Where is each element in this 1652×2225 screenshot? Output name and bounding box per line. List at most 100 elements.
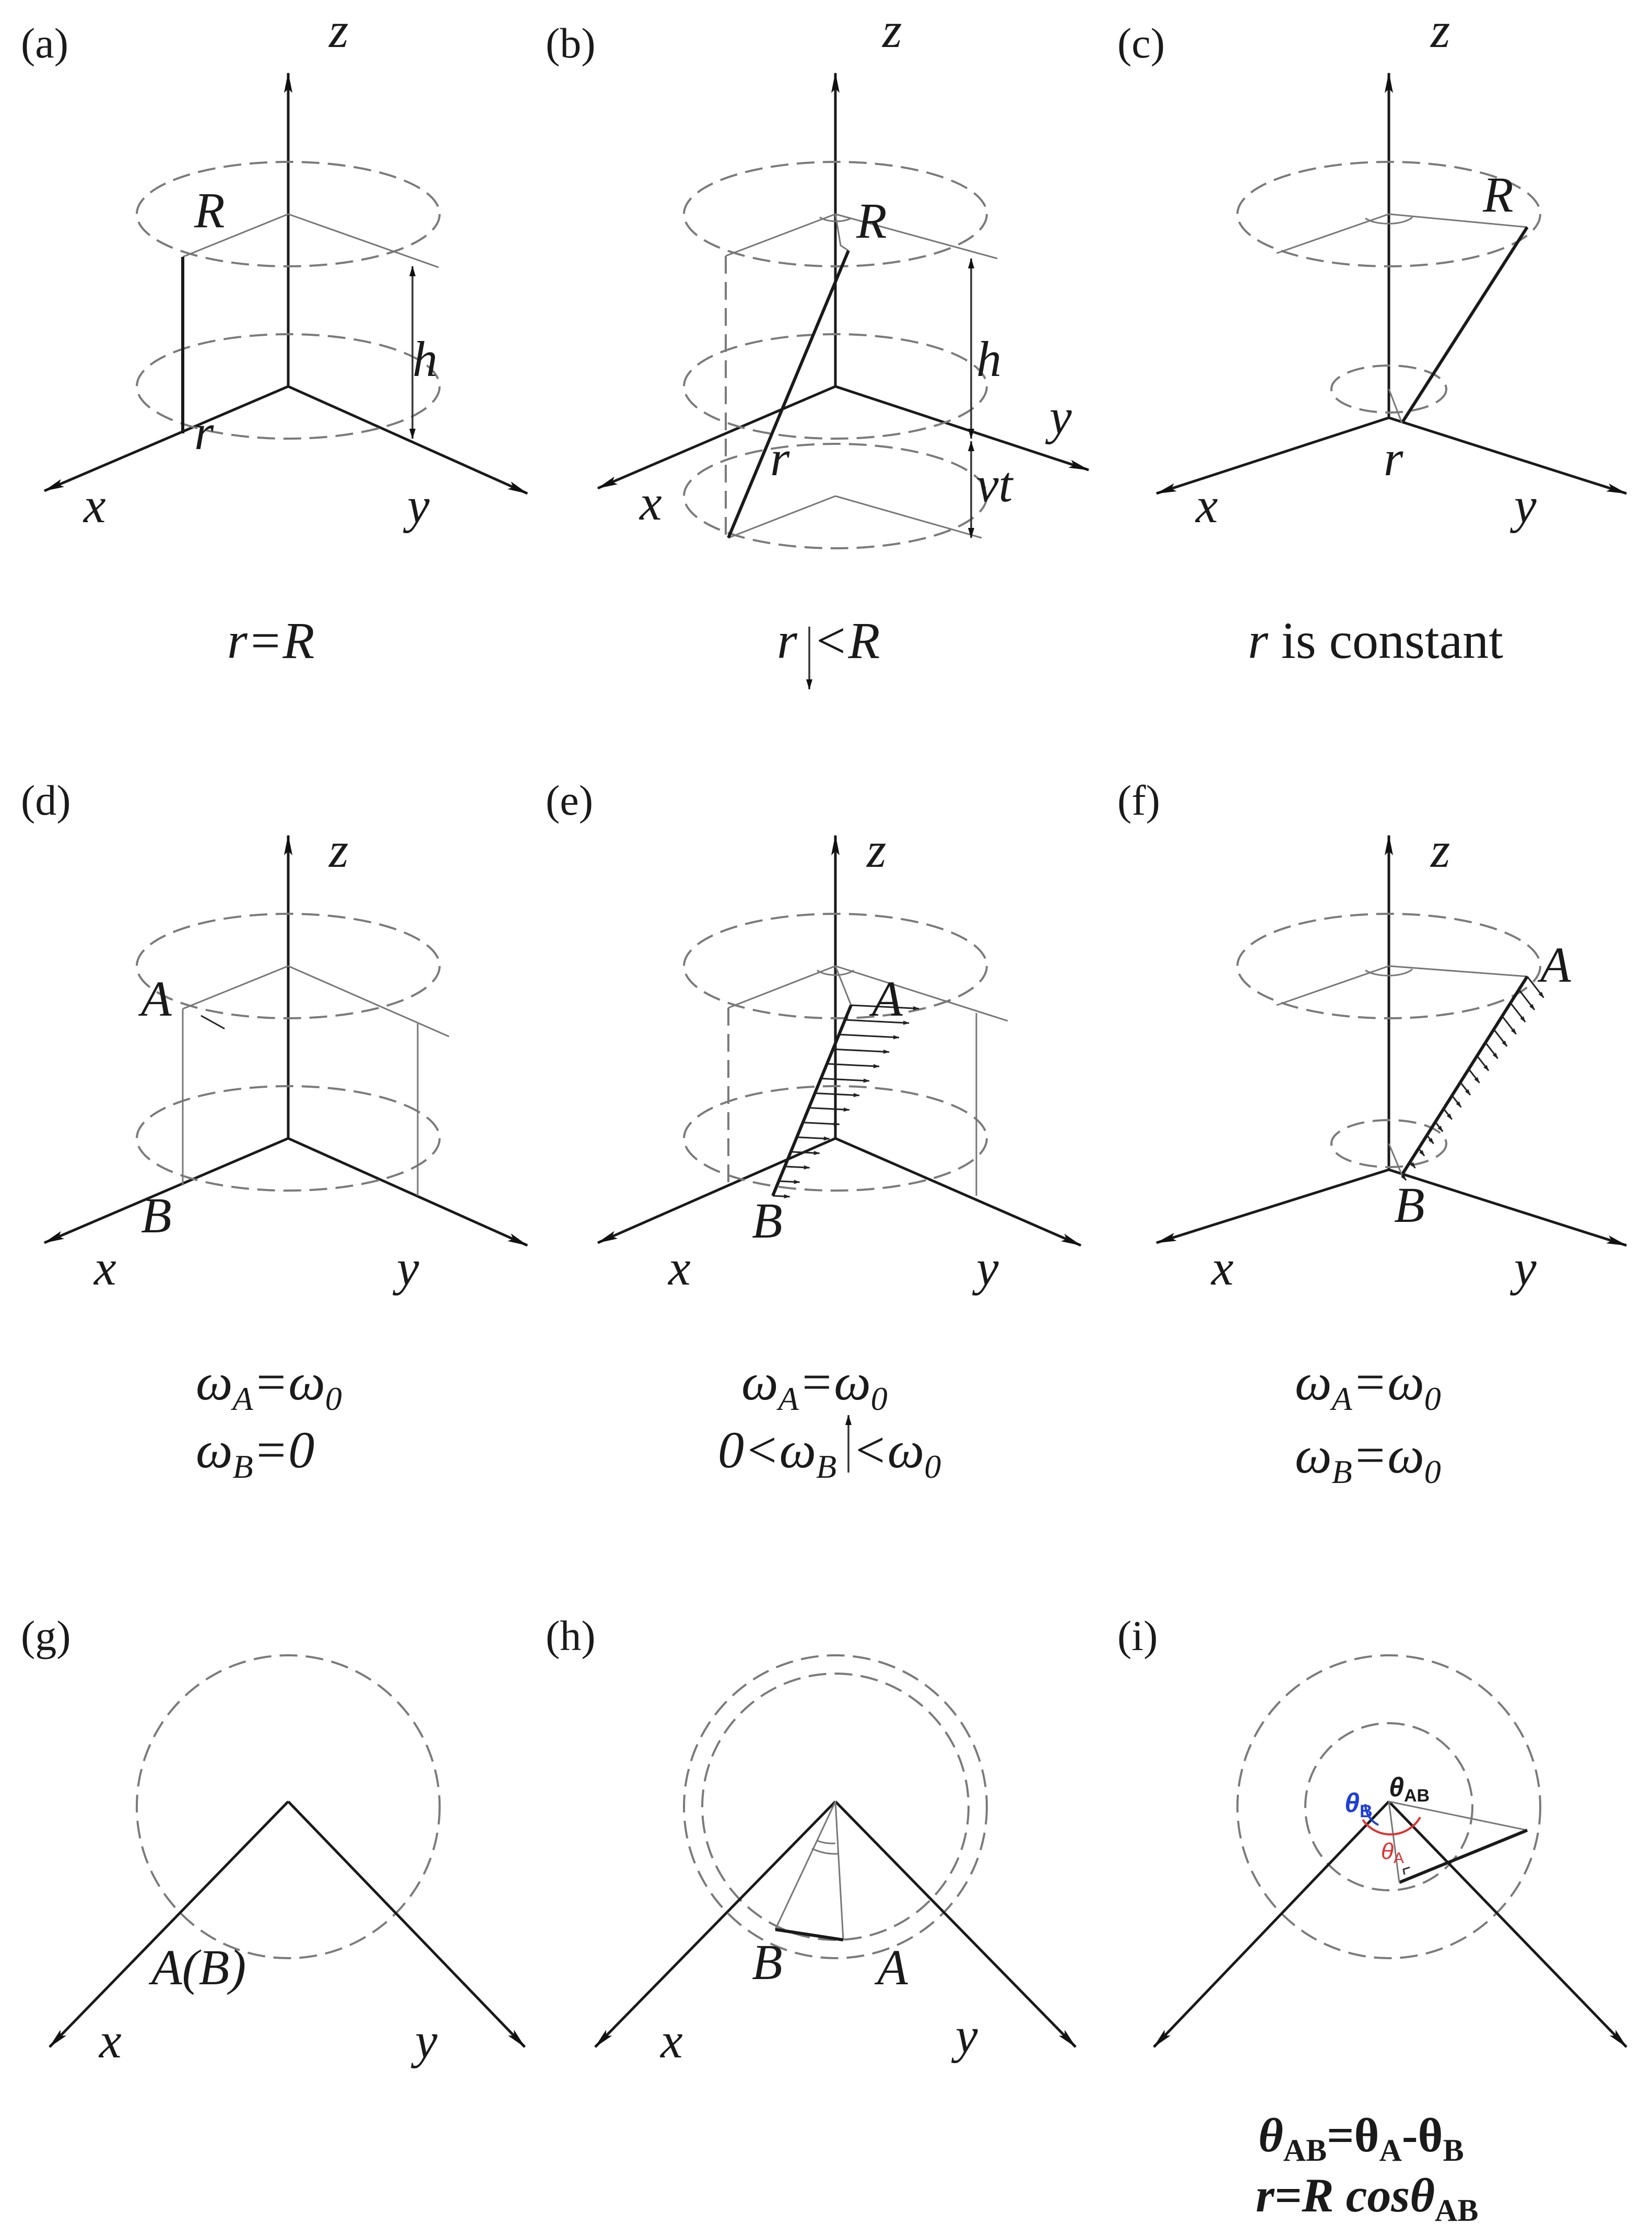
panel-i: (i) θB θAB θA θAB=θA-θB r=R cosθAB — [1117, 1612, 1627, 2225]
velocity-arrow — [839, 1033, 900, 1040]
top-circle — [683, 161, 988, 267]
sub: 0 — [1424, 1380, 1441, 1417]
velocity-arrow — [1434, 1121, 1444, 1132]
thetaA-label: θA — [1381, 1839, 1404, 1867]
y-label: y — [1509, 477, 1537, 533]
theta: θ — [1389, 1772, 1404, 1803]
radius-R — [1388, 1800, 1528, 1831]
panel-b-tag: (b) — [546, 19, 596, 67]
lt: < — [744, 1421, 779, 1479]
panel-g: (g) A(B) x y — [21, 1612, 526, 2068]
radius-A — [834, 1801, 844, 1940]
velocity-arrow — [772, 1194, 790, 1199]
panel-e: (e) z A B x y ωA=ω0 0<ωB<ω0 — [546, 776, 1082, 1485]
top-circle — [1236, 913, 1541, 1019]
omega-eq-d1: ωA=ω0 — [196, 1353, 342, 1417]
r-label: r — [194, 404, 214, 460]
top-radius-x — [182, 213, 289, 258]
thetaB-label: θB — [1344, 1788, 1373, 1821]
inner-circle — [1304, 1722, 1473, 1891]
top-radius-y — [288, 965, 450, 1038]
velocity-arrow — [1484, 1042, 1498, 1059]
small-radius — [1388, 1143, 1403, 1175]
omega: ω — [288, 1353, 325, 1411]
lt: < — [852, 1421, 887, 1479]
x-label: x — [82, 477, 106, 533]
velocity-arrow — [1418, 1148, 1425, 1157]
velocity-arrow — [785, 1165, 810, 1170]
sub: A — [1330, 1380, 1353, 1417]
A-label: A — [869, 971, 903, 1027]
velocity-arrow — [821, 1077, 870, 1083]
caption-c-r: r — [1248, 611, 1269, 669]
y-label: y — [1509, 1240, 1537, 1296]
y-label: y — [951, 2007, 978, 2063]
x-label: x — [1195, 477, 1218, 533]
sub: 0 — [924, 1448, 941, 1485]
sub: B — [1443, 2133, 1464, 2168]
sub: B — [1360, 1802, 1373, 1821]
mid-circle — [683, 333, 988, 440]
omega: ω — [196, 1353, 233, 1411]
angle-arc — [1365, 216, 1413, 225]
velocity-arrow — [803, 1122, 840, 1126]
velocity-vectors — [772, 1004, 919, 1199]
R-label: R — [194, 182, 225, 238]
velocity-arrow — [1459, 1081, 1471, 1096]
x-axis — [43, 385, 289, 492]
y-label: y — [1045, 389, 1072, 444]
omega: ω — [1387, 1353, 1424, 1411]
AB-label: A(B) — [148, 1939, 246, 1995]
small-radius — [1388, 389, 1403, 423]
angle-arc-2 — [811, 1847, 839, 1855]
x-axis — [597, 1137, 836, 1244]
top-radius-R — [1388, 213, 1528, 228]
sub: AB — [1404, 1786, 1430, 1806]
sub: 0 — [325, 1380, 342, 1417]
x-label: x — [98, 2012, 122, 2068]
caption-b-r: r — [777, 611, 798, 669]
y-axis — [287, 1137, 528, 1247]
panel-b: (b) z R h r vt y x r<R — [546, 2, 1090, 690]
x-axis — [594, 1800, 836, 2048]
velocity-arrow — [790, 1150, 820, 1155]
r-label: r — [770, 430, 790, 486]
velocity-arrow — [1468, 1068, 1480, 1084]
angle-arc — [819, 216, 852, 222]
theta: θ — [1258, 2109, 1283, 2162]
y-axis — [1388, 416, 1627, 495]
caption-c-rest: is constant — [1268, 611, 1503, 669]
velocity-arrow — [815, 1092, 860, 1098]
A-label: A — [1537, 937, 1571, 993]
velocity-arrow — [1476, 1055, 1490, 1072]
panel-h-tag: (h) — [546, 1612, 596, 1659]
thetaAB-label: θAB — [1389, 1772, 1430, 1806]
h-label: h — [412, 331, 438, 387]
eq: = — [253, 1353, 288, 1411]
top-radius-x — [728, 965, 836, 1009]
panel-c: (c) z R r x y r is constant — [1117, 2, 1627, 669]
zero: 0 — [288, 1421, 314, 1479]
velocity-arrow — [1509, 1002, 1526, 1023]
y-axis — [1388, 1168, 1627, 1247]
sub: A — [1379, 2133, 1402, 2168]
small-circle — [1330, 364, 1447, 414]
omega: ω — [196, 1421, 233, 1479]
eq: = — [1352, 1426, 1387, 1484]
top-radius-A — [1388, 965, 1528, 978]
vt-label: vt — [976, 456, 1014, 512]
top-radius-x — [1276, 965, 1389, 1006]
angle-arc-1 — [817, 1840, 836, 1844]
A-label: A — [138, 971, 172, 1027]
radius-r — [1388, 1801, 1400, 1883]
panel-g-tag: (g) — [21, 1612, 71, 1659]
velocity-arrow — [851, 1004, 919, 1010]
equation-1: θAB=θA-θB — [1258, 2109, 1464, 2168]
panel-f-tag: (f) — [1117, 776, 1160, 824]
small-tick — [200, 1015, 225, 1030]
B-label: B — [141, 1187, 172, 1243]
x-label: x — [93, 1240, 116, 1296]
theta: θ — [1381, 1839, 1394, 1864]
velocity-arrow — [1518, 989, 1536, 1010]
y-axis — [287, 1800, 526, 2048]
